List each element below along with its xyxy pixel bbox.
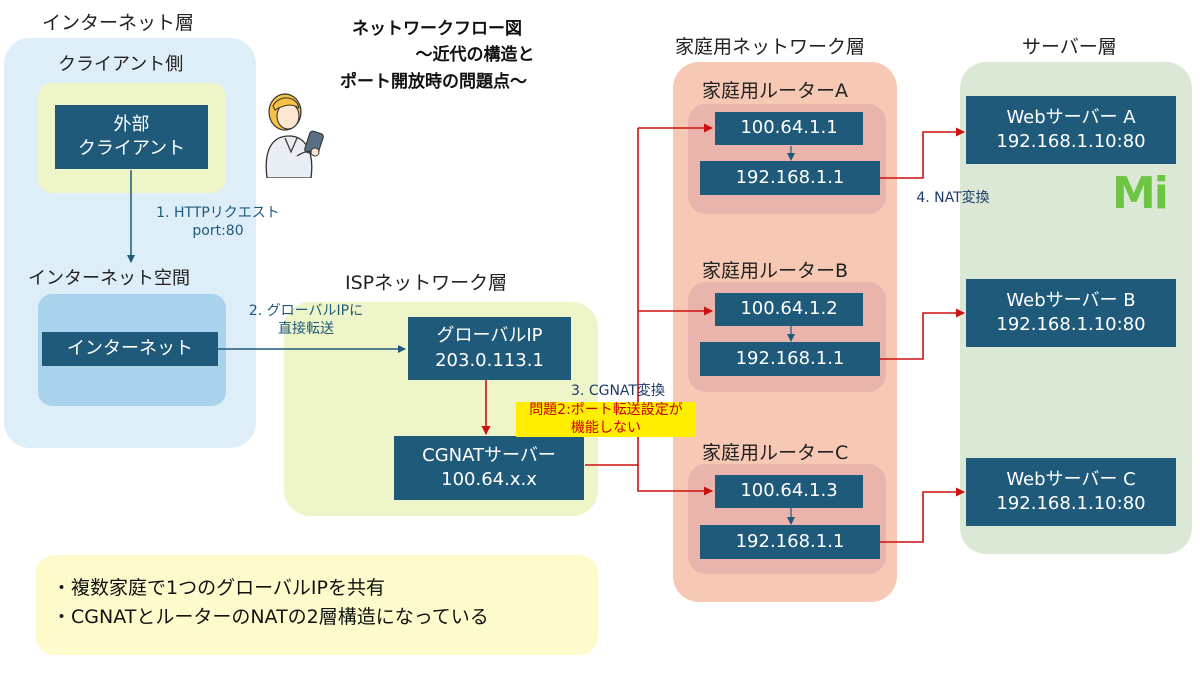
web-server-b-address: 192.168.1.10:80 [996, 314, 1146, 335]
home-layer-label: 家庭用ネットワーク層 [675, 36, 866, 58]
router-c-wan-box[interactable]: 100.64.1.3 [715, 475, 863, 508]
arrow-router-a-to-server-a [880, 127, 965, 179]
router-b-wan-box[interactable]: 100.64.1.2 [715, 293, 863, 326]
external-client-box[interactable]: 外部 クライアント [55, 105, 208, 169]
web-server-a-name: Webサーバー A [1006, 106, 1136, 128]
step-2-annotation: 2. グローバルIPに 直接転送 [248, 303, 364, 337]
note-item-2: ・CGNATとルーターのNATの2層構造になっている [52, 606, 489, 629]
step-3-annotation: 3. CGNAT変換 [571, 383, 665, 399]
web-server-a-address: 192.168.1.10:80 [996, 131, 1146, 152]
router-a-lan-box[interactable]: 192.168.1.1 [700, 161, 880, 195]
web-server-b-name: Webサーバー B [1006, 289, 1136, 311]
server-layer-label: サーバー層 [1022, 36, 1117, 58]
isp-layer-label: ISPネットワーク層 [345, 272, 508, 294]
global-ip-box[interactable]: グローバルIP 203.0.113.1 [408, 317, 571, 380]
note-item-1: ・複数家庭で1つのグローバルIPを共有 [52, 577, 385, 599]
arrow-cgnat-to-router-c [637, 465, 713, 496]
user-with-phone-illustration [265, 93, 324, 178]
internet-box[interactable]: インターネット [42, 332, 218, 366]
notes-list: ・複数家庭で1つのグローバルIPを共有 ・CGNATとルーターのNATの2層構造… [52, 574, 489, 633]
router-a-label: 家庭用ルーターA [702, 80, 848, 102]
web-server-c-box[interactable]: Webサーバー C 192.168.1.10:80 [966, 458, 1176, 526]
web-server-c-address: 192.168.1.10:80 [996, 493, 1146, 514]
diagram-title: ネットワークフロー図 ～近代の構造と ポート開放時の問題点～ [340, 16, 610, 95]
cgnat-server-box[interactable]: CGNATサーバー 100.64.x.x [394, 436, 584, 500]
router-a-wan-box[interactable]: 100.64.1.1 [715, 112, 863, 145]
web-server-a-box[interactable]: Webサーバー A 192.168.1.10:80 [966, 96, 1176, 164]
web-server-b-box[interactable]: Webサーバー B 192.168.1.10:80 [966, 279, 1176, 347]
title-line-1: ネットワークフロー図 [352, 19, 522, 39]
router-c-lan-box[interactable]: 192.168.1.1 [700, 525, 880, 559]
router-b-label: 家庭用ルーターB [702, 260, 849, 282]
mi-logo: Mi [1112, 168, 1169, 219]
problem-2-annotation: 問題2:ポート転送設定が 機能しない [516, 402, 696, 437]
title-line-3: ポート開放時の問題点～ [340, 71, 527, 92]
internet-layer-label: インターネット層 [42, 12, 195, 34]
title-line-2: ～近代の構造と [415, 45, 535, 66]
arrow-router-b-to-server-b [880, 308, 965, 360]
step-1-annotation: 1. HTTPリクエスト port:80 [156, 205, 280, 239]
arrow-router-c-to-server-c [880, 487, 965, 543]
router-c-label: 家庭用ルーターC [702, 442, 849, 464]
notes-panel [36, 555, 598, 655]
router-b-lan-box[interactable]: 192.168.1.1 [700, 342, 880, 376]
step-4-annotation: 4. NAT変換 [916, 190, 990, 206]
internet-space-label: インターネット空間 [28, 268, 190, 289]
web-server-c-name: Webサーバー C [1006, 468, 1136, 490]
client-side-label: クライアント側 [58, 54, 184, 75]
